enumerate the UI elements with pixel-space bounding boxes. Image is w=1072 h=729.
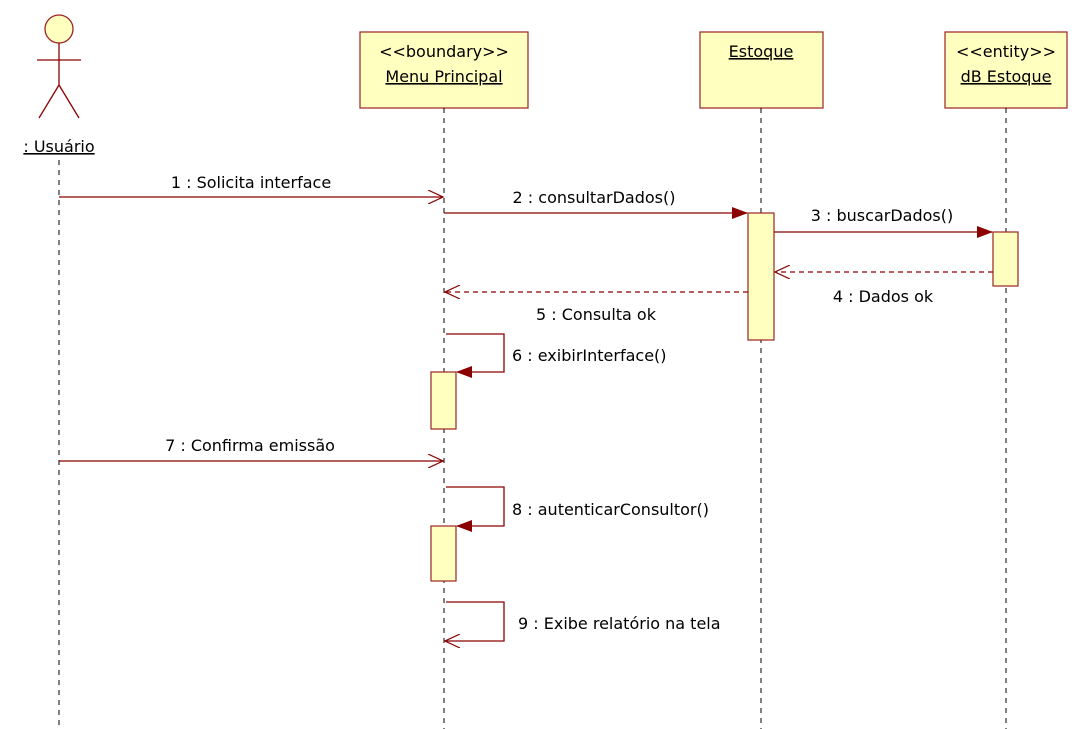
activation-estoque [747,212,775,341]
message-9-label: 9 : Exibe relatório na tela [518,614,721,633]
participant-name: dB Estoque [961,67,1052,86]
stick-figure-icon [37,14,81,119]
participant-stereotype: <<entity>> [956,42,1056,61]
participant-estoque[interactable]: Estoque [699,31,824,109]
messages [59,197,993,641]
message-2-label: 2 : consultarDados() [513,188,676,207]
message-8-label: 8 : autenticarConsultor() [512,500,709,519]
activations [430,212,1019,582]
message-5-label: 5 : Consulta ok [536,305,657,324]
message-labels: 1 : Solicita interface 2 : consultarDado… [165,173,953,633]
activation-db-estoque [992,231,1019,287]
participant-menu-principal[interactable]: <<boundary>> Menu Principal [359,31,529,109]
message-6-arrow [446,333,505,378]
actor-label: : Usuário [23,137,94,156]
message-6-label: 6 : exibirInterface() [512,346,667,365]
message-9-arrow [445,601,505,641]
participant-name: Estoque [729,42,794,61]
message-1-label: 1 : Solicita interface [171,173,331,192]
message-3-label: 3 : buscarDados() [811,206,953,225]
participant-name: Menu Principal [385,67,502,86]
message-7-label: 7 : Confirma emissão [165,436,335,455]
message-4-label: 4 : Dados ok [833,287,934,306]
message-8-arrow [446,486,505,532]
activation-menu-1 [430,371,457,430]
participant-db-estoque[interactable]: <<entity>> dB Estoque [944,31,1068,109]
activation-menu-2 [430,525,457,582]
participant-stereotype: <<boundary>> [379,42,509,61]
actor-usuario[interactable]: : Usuário [23,14,95,156]
